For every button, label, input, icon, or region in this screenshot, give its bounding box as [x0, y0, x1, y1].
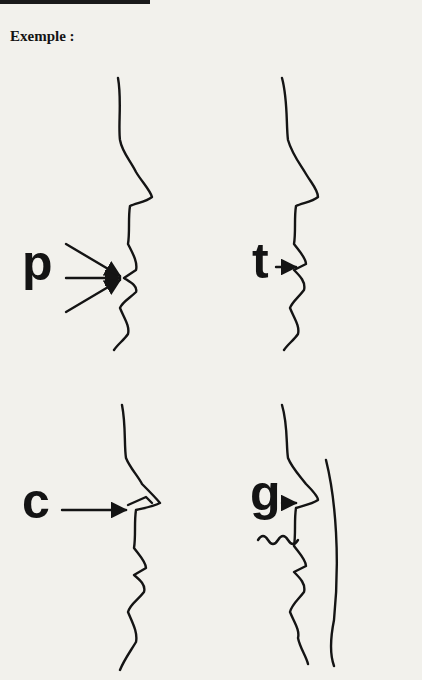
phoneme-letter: g: [250, 468, 281, 518]
air-arrow: [66, 277, 120, 279]
tongue-line: [128, 497, 152, 505]
heading: Exemple :: [10, 28, 75, 45]
phoneme-letter: t: [252, 236, 269, 286]
face-profile: [114, 78, 152, 350]
air-arrow: [66, 280, 120, 312]
phoneme-letter: c: [22, 476, 50, 526]
throat-line: [326, 460, 337, 666]
air-arrow: [282, 502, 296, 504]
face-profile: [282, 78, 318, 350]
air-arrow: [62, 509, 126, 511]
voicing-wave: [258, 536, 298, 544]
air-arrow: [276, 266, 296, 268]
face-profile: [120, 405, 160, 670]
phoneme-letter: p: [22, 238, 53, 288]
air-arrow: [66, 244, 120, 276]
face-profile: [282, 405, 318, 664]
top-rule: [0, 0, 150, 4]
